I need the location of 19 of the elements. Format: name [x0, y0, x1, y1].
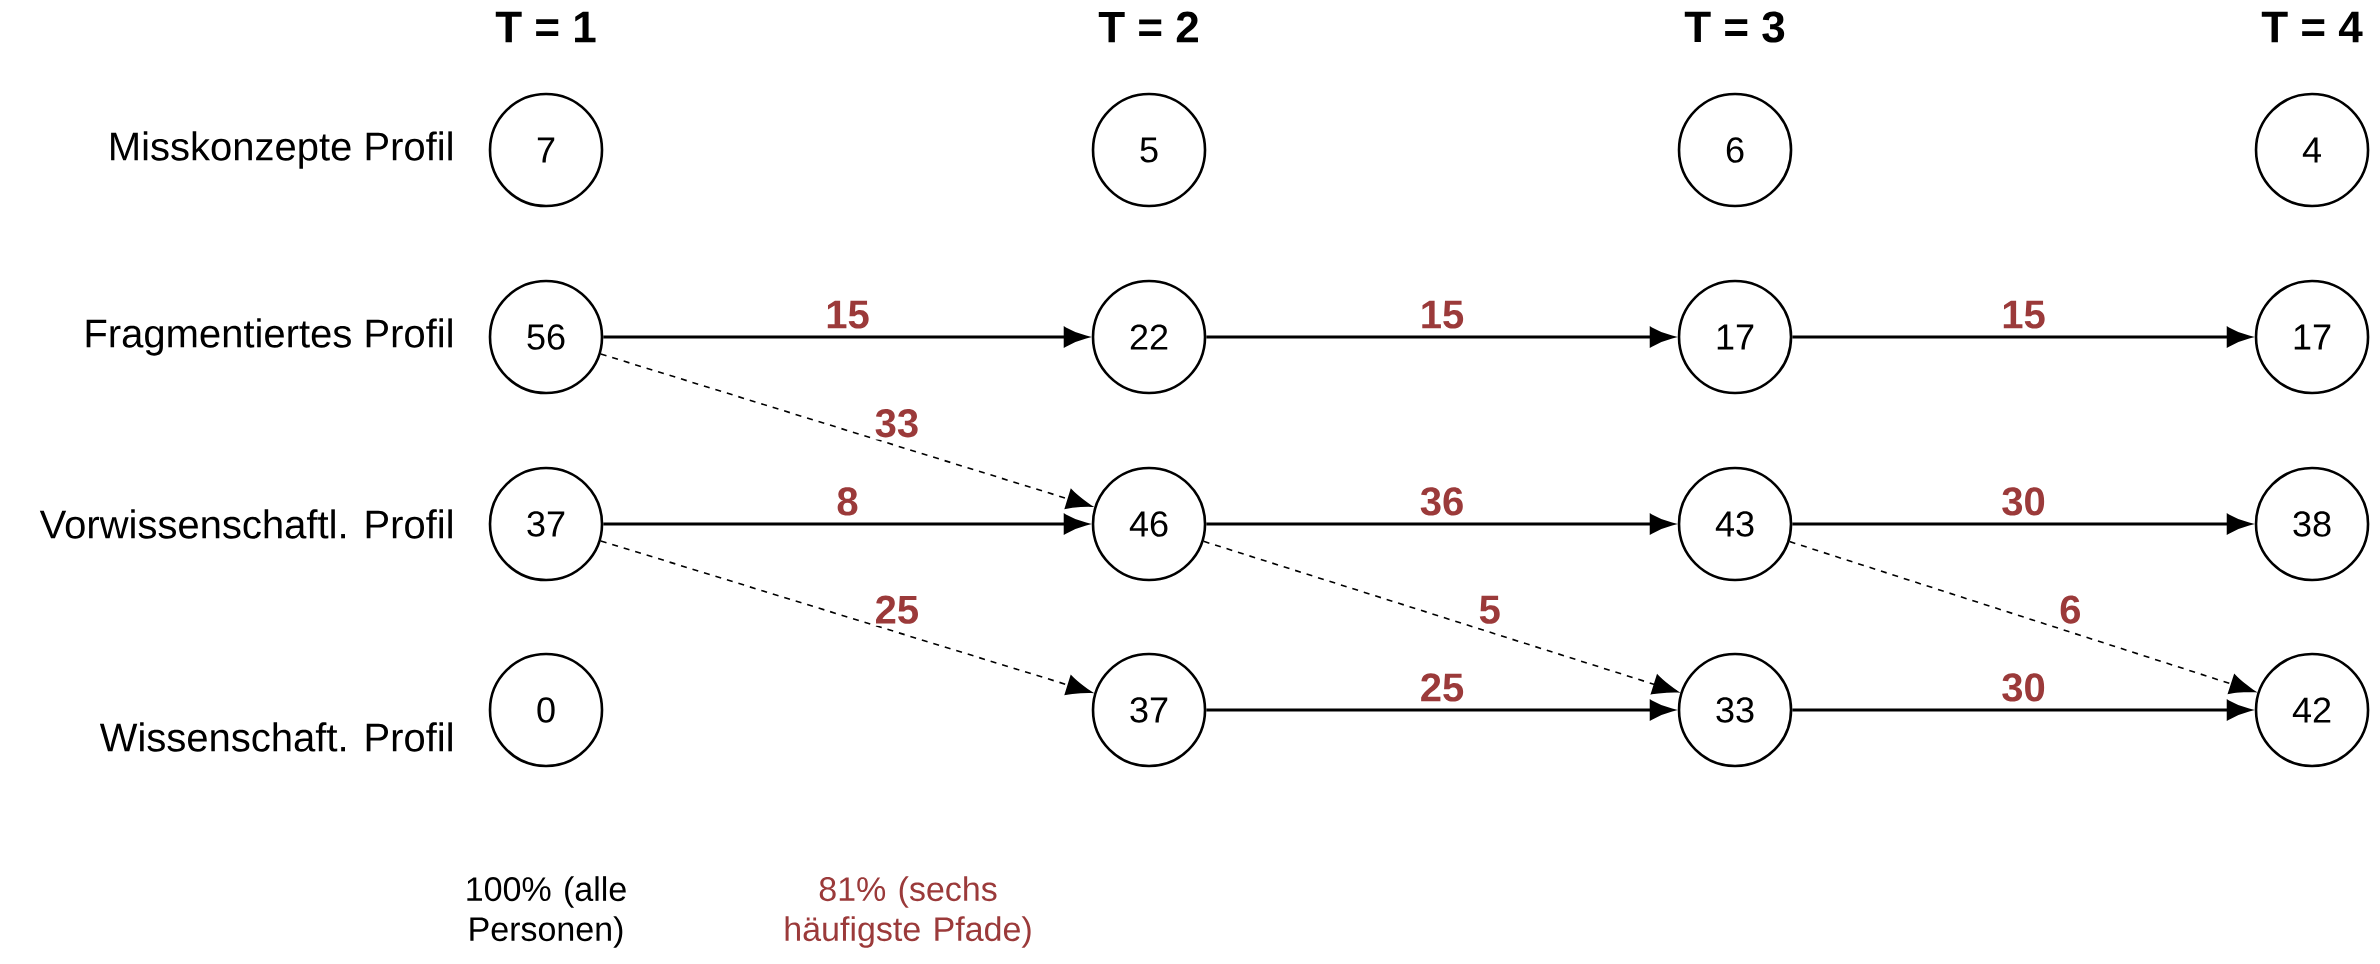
- edge-label: 30: [2002, 673, 2045, 702]
- edge-label: 6: [2060, 595, 2080, 624]
- edge-label: 25: [876, 595, 918, 624]
- edge-label: 8: [837, 487, 858, 516]
- edge-label: 33: [875, 409, 918, 438]
- edge-label: 36: [1420, 487, 1463, 516]
- edge-label: 15: [827, 300, 869, 329]
- footnote: 81% (sechs häufigste Pfade): [785, 876, 1031, 948]
- row-label: Misskonzepte Profil: [111, 131, 452, 169]
- footnote: 100% (alle Personen): [467, 876, 626, 948]
- arrow: [1788, 540, 2256, 694]
- edge-label: 30: [2002, 487, 2045, 516]
- arrow: [599, 540, 1093, 696]
- arrow: [1202, 540, 1679, 695]
- edge-label: 15: [2003, 300, 2045, 329]
- arrow: [599, 353, 1093, 509]
- edge-label: 15: [1422, 300, 1464, 329]
- edge-label: 25: [1421, 673, 1464, 702]
- edge-label: 5: [1479, 595, 1500, 624]
